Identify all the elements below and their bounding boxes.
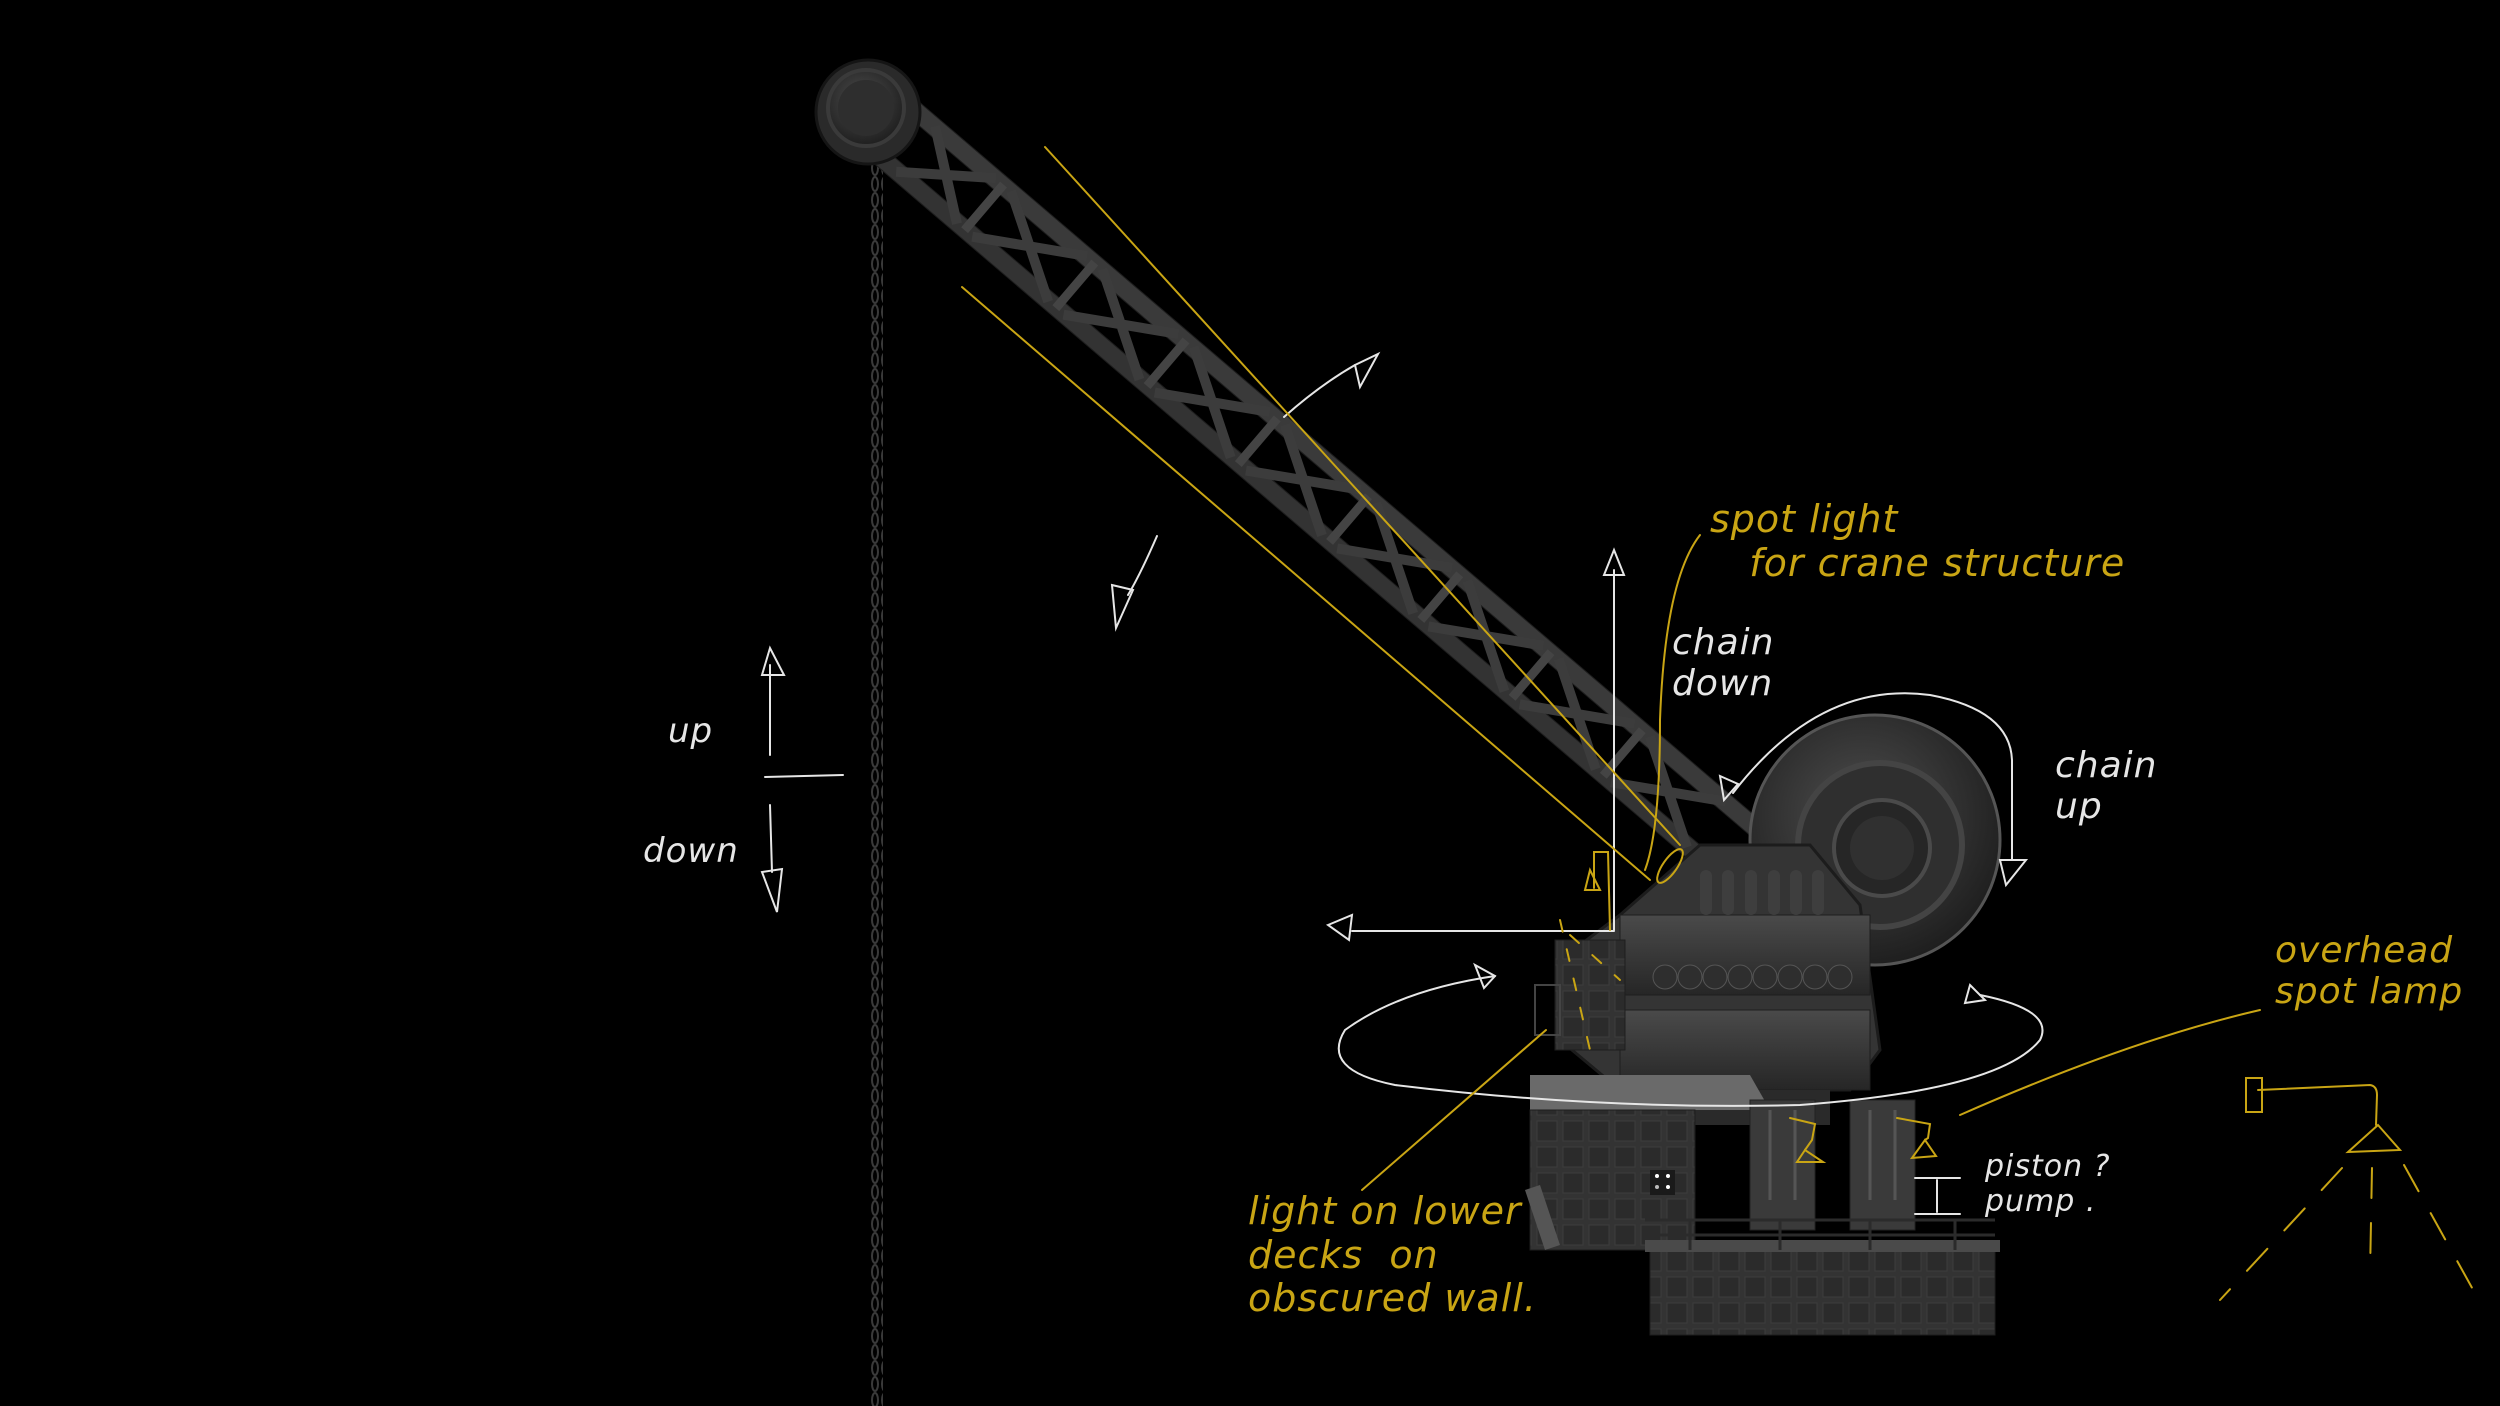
- boom-raise-arrow: [1283, 351, 1381, 418]
- label-lower-decks-light: light on lower decks on obscured wall.: [1248, 1189, 1537, 1321]
- lattice-boom: [844, 80, 1770, 887]
- label-drum-chain-down: chain down: [1672, 622, 1775, 705]
- crane-light-cone: [961, 146, 1681, 881]
- label-chain-down: down: [643, 831, 739, 871]
- cab-vertical-arrow: [1602, 547, 1626, 931]
- boom-lower-arrow: [1110, 535, 1158, 632]
- sheave-pulley: [814, 58, 922, 166]
- drum-rotation-arrow: [1718, 692, 2029, 888]
- piston-stroke-arrow: [1914, 1177, 1961, 1215]
- overhead-spot-lamp-leader: [1959, 1009, 2261, 1116]
- label-chain-up: up: [668, 711, 714, 751]
- railing-deck: [1645, 1218, 1995, 1250]
- overhead-spot-lamp-sketch: [2219, 1077, 2477, 1301]
- label-piston-pump: piston ? pump .: [1985, 1149, 2111, 1219]
- hanging-chain: [871, 130, 883, 1406]
- lighting-annotations: [961, 146, 2477, 1301]
- chain-up-down-arrows: [760, 645, 844, 913]
- spot-light-leader: [1644, 534, 1701, 884]
- swivel-rotation-ellipse: [1337, 962, 2044, 1107]
- pump-spot-lamps: [1789, 1117, 1938, 1163]
- piston-pumps: [1749, 1099, 1916, 1231]
- motion-annotations: [760, 351, 2044, 1215]
- label-overhead-spot-lamp: overhead spot lamp: [2275, 930, 2464, 1013]
- base-platform: [1525, 1075, 2000, 1336]
- lower-deck-light-leader: [1361, 1029, 1547, 1191]
- label-spot-light-crane: spot light for crane structure: [1710, 497, 2126, 585]
- lower-deck-light-rays: [1559, 919, 1621, 1051]
- cab-spot-lamp: [1583, 851, 1611, 931]
- label-drum-chain-up: chain up: [2055, 745, 2158, 828]
- cab-horizontal-arrow: [1325, 913, 1615, 942]
